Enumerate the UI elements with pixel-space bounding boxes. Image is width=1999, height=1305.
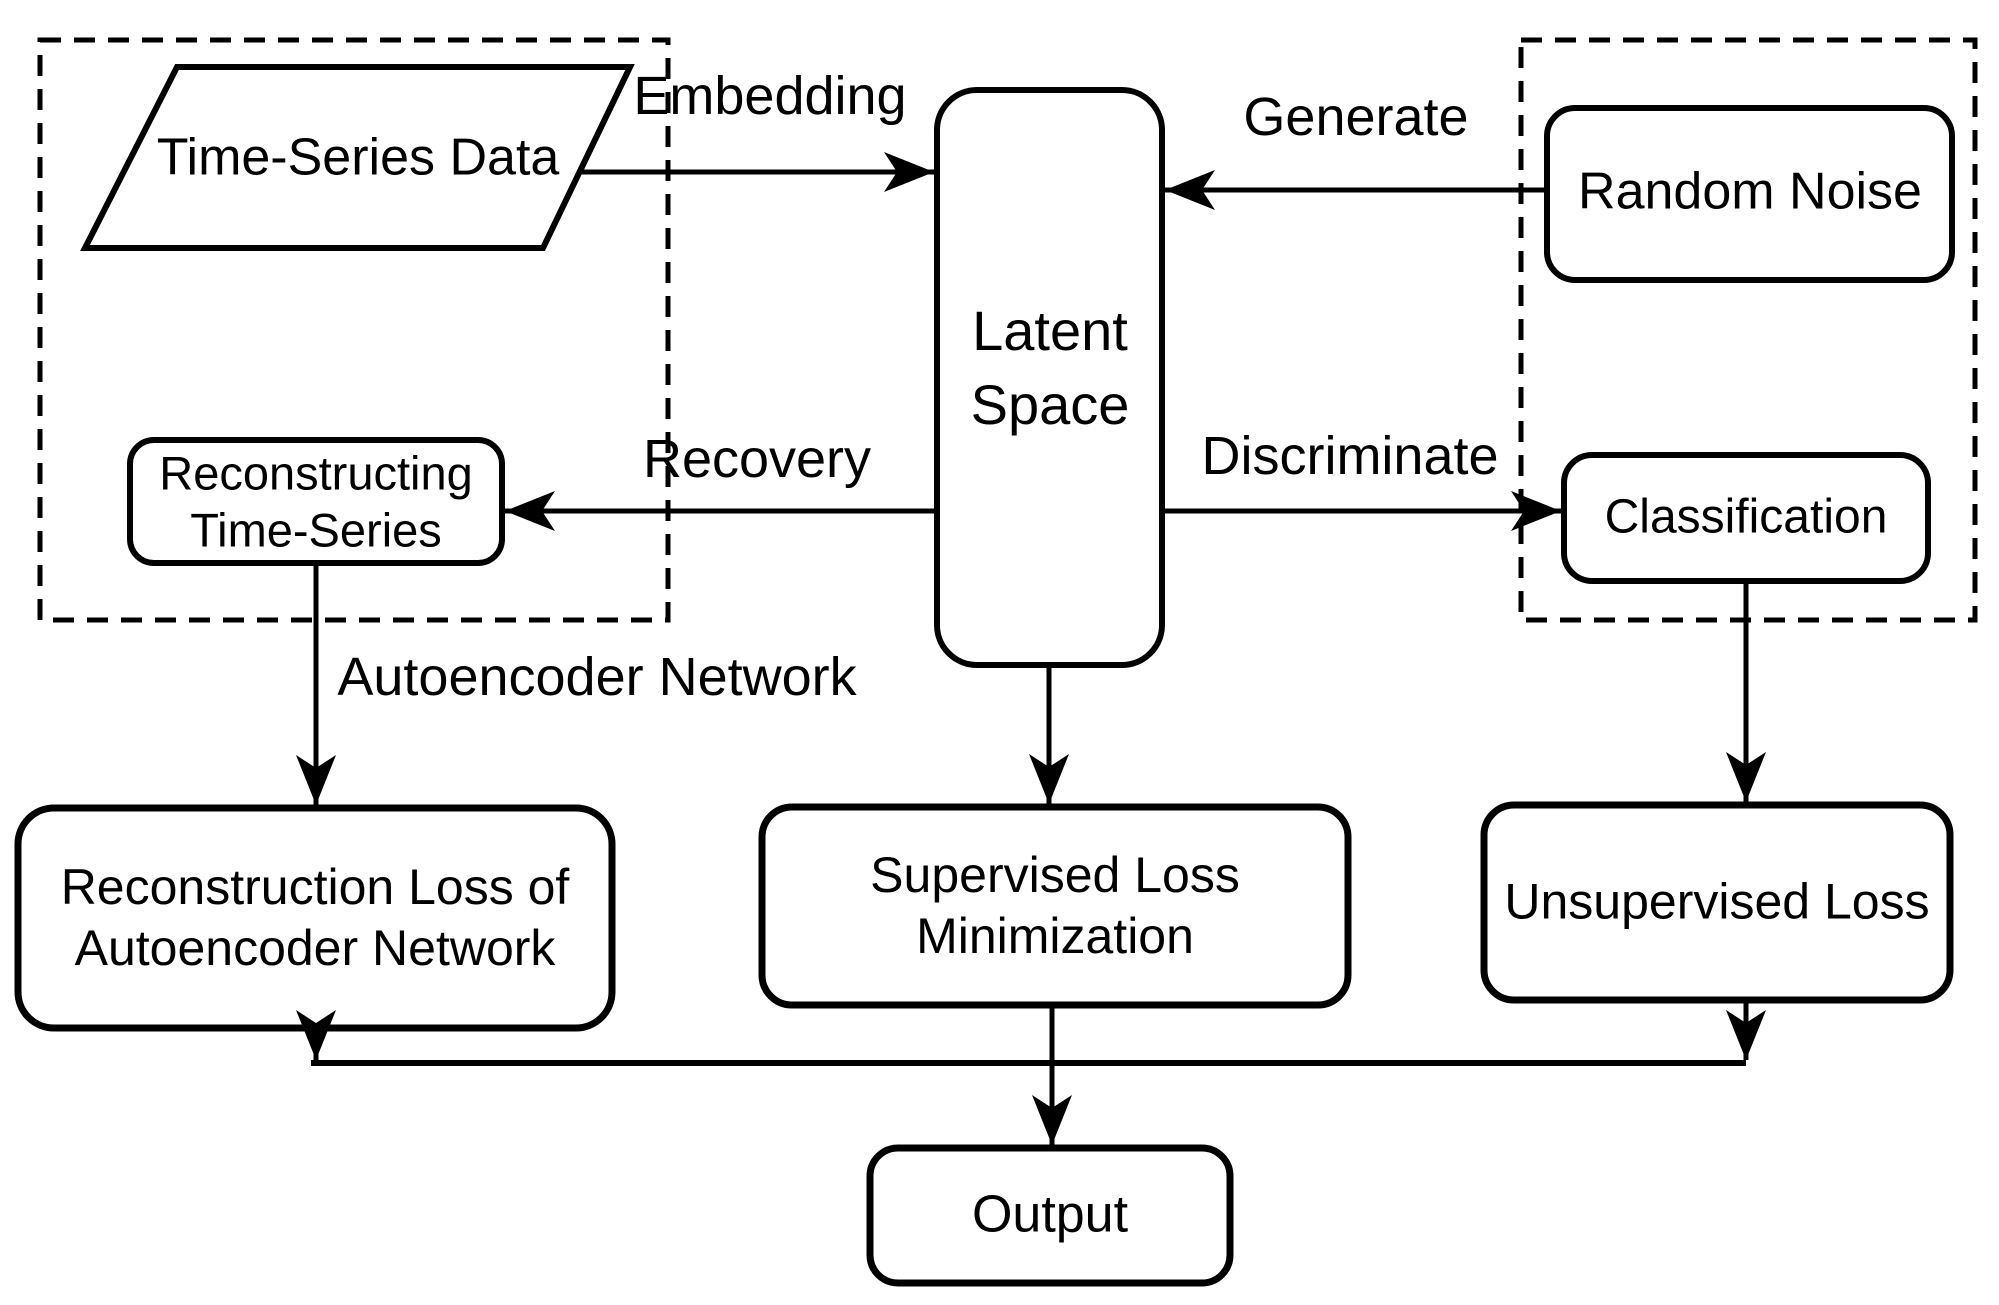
autoencoder-network-edge-label: Autoencoder Network [337,647,857,708]
generate-edge-label: Generate [1243,87,1469,148]
time-series-data-parallelogram [80,64,635,251]
supervised-loss-label: Supervised Loss Minimization [870,847,1240,964]
embedding-edge-label: Embedding [633,66,907,127]
unsupervised-loss-label: Unsupervised Loss [1504,873,1930,930]
output-label: Output [971,1185,1129,1244]
latent-space-label: Latent Space [970,299,1130,436]
unsupervised-loss-box [1480,801,1954,1004]
random-noise-label: Random Noise [1578,162,1922,221]
reconstructing-time-series-label: Reconstructing Time-Series [159,446,473,557]
autoencoder-group-dashed-box [37,37,671,623]
output-box [866,1144,1234,1287]
recovery-edge-label: Recovery [642,429,872,490]
discriminate-edge-label: Discriminate [1201,426,1499,487]
time-series-data-label: Time-Series Data [156,128,560,187]
reconstruction-loss-label: Reconstruction Loss of Autoencoder Netwo… [60,859,570,976]
classification-label: Classification [1604,490,1888,544]
random-noise-box [1544,105,1955,283]
supervised-loss-box [758,803,1352,1009]
